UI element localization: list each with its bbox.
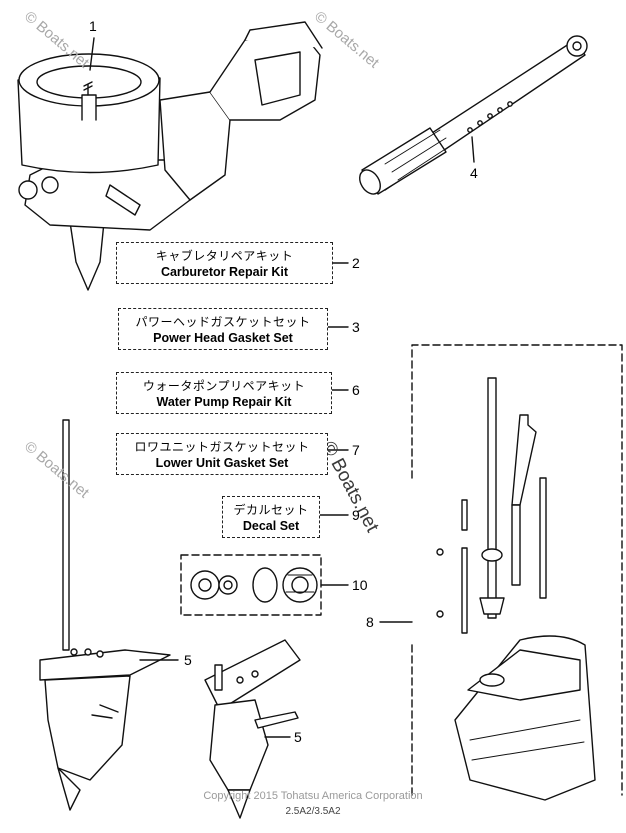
kit-box-decal: デカルセット Decal Set <box>222 496 320 538</box>
callout-2: 2 <box>352 255 360 271</box>
kit-en-label: Carburetor Repair Kit <box>160 265 289 279</box>
pump-parts-group <box>180 554 322 616</box>
lower-unit-left <box>39 419 171 811</box>
kit-box-water-pump: ウォータポンプリペアキット Water Pump Repair Kit <box>116 372 332 414</box>
kit-jp-label: デカルセット <box>233 503 309 517</box>
lower-unit-right <box>204 639 301 819</box>
copyright-notice: Copyright 2015 Tohatsu America Corporati… <box>203 790 423 802</box>
kit-en-label: Power Head Gasket Set <box>153 331 293 345</box>
kit-box-lower-unit: ロワユニットガスケットセット Lower Unit Gasket Set <box>116 433 328 475</box>
callout-3: 3 <box>352 319 360 335</box>
kit-jp-label: パワーヘッドガスケットセット <box>135 315 311 329</box>
kit-en-label: Water Pump Repair Kit <box>156 395 292 409</box>
callout-10: 10 <box>352 577 368 593</box>
kit-jp-label: ロワユニットガスケットセット <box>134 440 310 454</box>
callout-5: 5 <box>184 652 192 668</box>
drive-shaft-kit <box>411 344 623 801</box>
kit-jp-label: ウォータポンプリペアキット <box>142 379 306 393</box>
leader-1 <box>89 37 95 71</box>
callout-7: 7 <box>352 442 360 458</box>
model-label: 2.5A2/3.5A2 <box>285 806 341 817</box>
kit-jp-label: キャブレタリペアキット <box>155 249 294 263</box>
callout-6: 6 <box>352 382 360 398</box>
callout-1: 1 <box>89 18 97 34</box>
callout-5: 5 <box>294 729 302 745</box>
carburetor-assembly <box>17 21 323 291</box>
callout-8: 8 <box>366 614 374 630</box>
kit-en-label: Lower Unit Gasket Set <box>155 456 289 470</box>
kit-en-label: Decal Set <box>242 519 300 533</box>
callout-9: 9 <box>352 507 360 523</box>
kit-box-carburetor: キャブレタリペアキット Carburetor Repair Kit <box>116 242 333 284</box>
leader-4 <box>471 136 475 163</box>
spline-shaft <box>359 35 588 195</box>
callout-4: 4 <box>470 165 478 181</box>
kit-box-power-head: パワーヘッドガスケットセット Power Head Gasket Set <box>118 308 328 350</box>
